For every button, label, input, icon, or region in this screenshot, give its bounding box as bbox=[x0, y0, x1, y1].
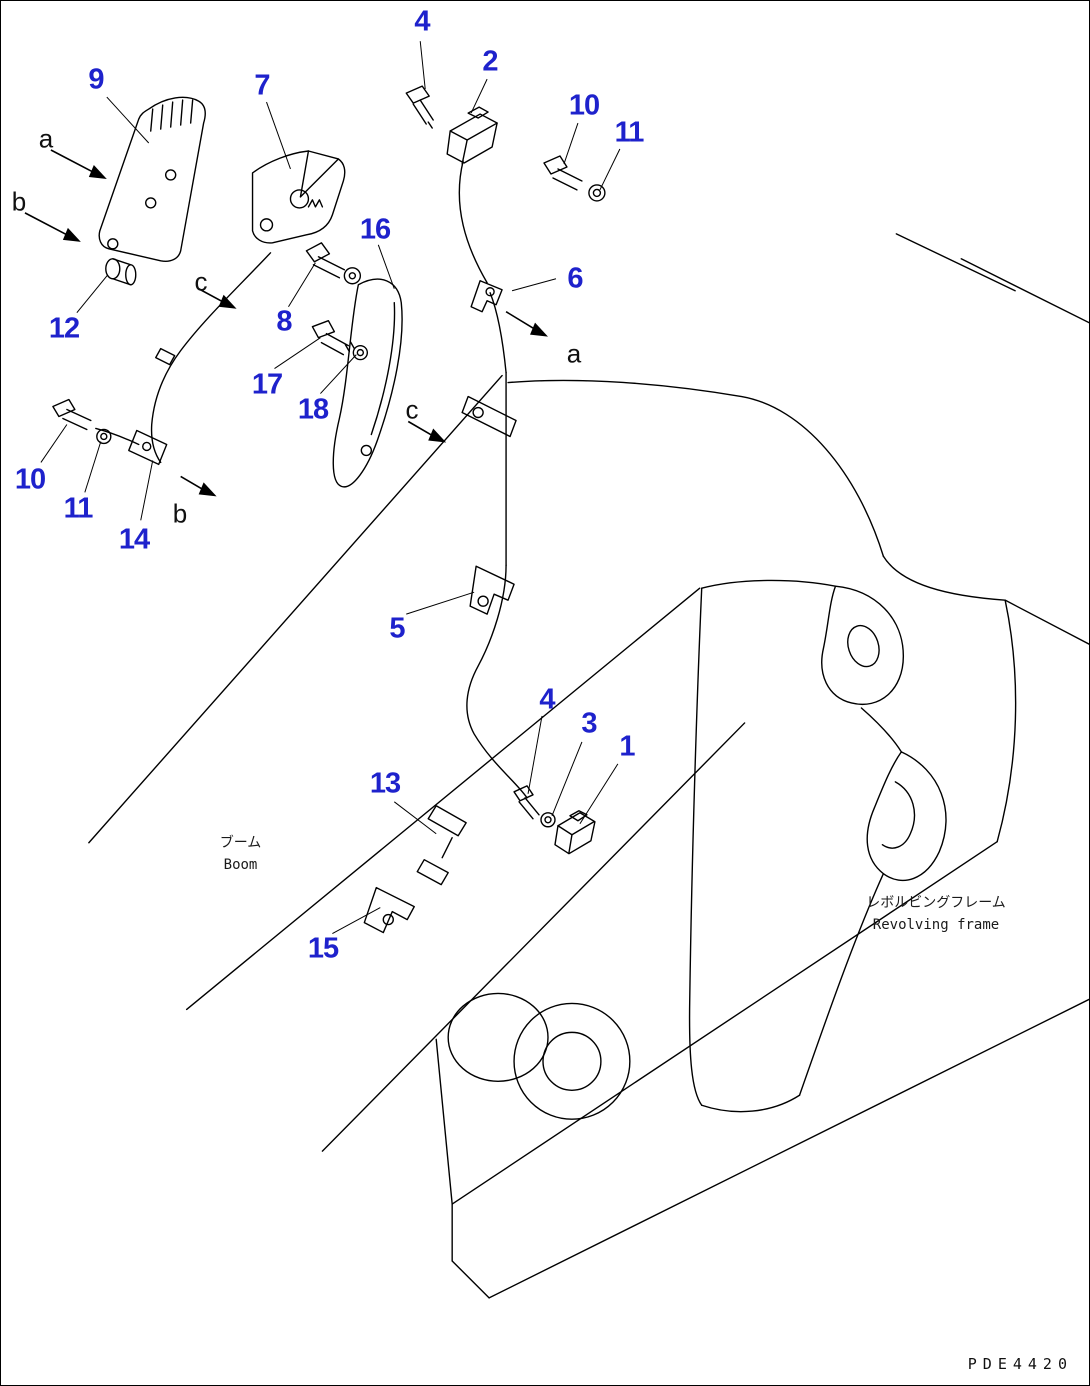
part-11-left-washer bbox=[96, 428, 112, 445]
view-arrow-c-mid bbox=[407, 420, 447, 443]
boom-label-en: Boom bbox=[223, 856, 258, 873]
view-arrow-a-mid bbox=[505, 311, 548, 337]
boom-foot-boss bbox=[447, 992, 631, 1120]
part-12-bushing bbox=[105, 258, 137, 286]
callout-15: 15 bbox=[307, 932, 339, 965]
view-arrow-a-top bbox=[50, 149, 107, 179]
frame-top-edge bbox=[895, 233, 1089, 324]
callout-11-left: 11 bbox=[63, 492, 94, 525]
callout-5: 5 bbox=[389, 612, 405, 645]
view-letter-b-top: b bbox=[11, 186, 27, 217]
part-2-valve bbox=[446, 106, 498, 165]
part-4-bottom-bolt bbox=[513, 785, 540, 820]
floor-plate bbox=[451, 841, 1089, 1299]
boom-label-jp: ブーム bbox=[219, 835, 262, 851]
view-letter-a-top: a bbox=[38, 123, 54, 154]
part-10-left-bolt bbox=[52, 398, 92, 431]
part-9-plate bbox=[98, 96, 206, 262]
callout-12: 12 bbox=[48, 312, 80, 345]
view-arrow-c-top bbox=[198, 288, 237, 309]
callout-18: 18 bbox=[297, 393, 329, 426]
boom-outline bbox=[88, 374, 746, 1205]
part-8-bolt bbox=[305, 242, 362, 285]
drawing-code: PDE4420 bbox=[967, 1355, 1073, 1373]
revolving-frame-label-en: Revolving frame bbox=[872, 916, 1000, 933]
callout-7: 7 bbox=[254, 69, 270, 102]
cable-run-right bbox=[458, 160, 528, 799]
callout-3: 3 bbox=[581, 707, 597, 740]
cable-run-left bbox=[95, 252, 272, 464]
view-letter-c-top: c bbox=[194, 266, 208, 297]
callout-16: 16 bbox=[359, 213, 391, 246]
part-10-top-bolt bbox=[543, 155, 583, 191]
leader-lines bbox=[40, 41, 621, 934]
view-letter-b-mid: b bbox=[172, 498, 188, 529]
callout-8: 8 bbox=[276, 305, 292, 338]
part-3-washer bbox=[540, 812, 556, 828]
callout-6: 6 bbox=[567, 262, 583, 295]
view-arrow-b-mid bbox=[180, 475, 217, 497]
callout-13: 13 bbox=[369, 767, 401, 800]
view-arrows bbox=[24, 149, 548, 497]
callout-9: 9 bbox=[88, 63, 104, 96]
part-7-bracket bbox=[251, 150, 346, 244]
callout-4-bottom: 4 bbox=[539, 683, 555, 716]
part-18-washer bbox=[352, 344, 369, 361]
callout-10-left: 10 bbox=[14, 463, 46, 496]
part-13-links bbox=[416, 805, 467, 886]
part-14-clamp bbox=[128, 429, 168, 466]
frame-bracket bbox=[688, 579, 947, 1113]
part-15-clamp bbox=[363, 886, 415, 934]
boom-top-bracket bbox=[461, 395, 517, 438]
view-arrow-b-top bbox=[24, 212, 81, 242]
callout-10-top: 10 bbox=[568, 89, 600, 122]
part-1-valve bbox=[554, 810, 596, 855]
boom-label: ブーム Boom bbox=[193, 833, 288, 876]
revolving-frame-label-jp: レボルビングフレーム bbox=[866, 895, 1006, 911]
callout-17: 17 bbox=[251, 368, 283, 401]
callout-4-top: 4 bbox=[414, 5, 430, 38]
part-17-bolt bbox=[311, 319, 356, 356]
callout-1: 1 bbox=[619, 730, 635, 763]
part-5-clamp bbox=[469, 565, 515, 615]
part-6-clamp bbox=[470, 280, 503, 313]
callout-11-top: 11 bbox=[614, 116, 645, 149]
callout-14: 14 bbox=[118, 523, 150, 556]
part-11-top-washer bbox=[588, 184, 606, 202]
revolving-frame-outline bbox=[507, 379, 1089, 843]
part-16-cover bbox=[332, 278, 403, 488]
callout-2: 2 bbox=[482, 45, 498, 78]
part-4-top-bolt bbox=[405, 85, 434, 129]
view-letter-c-mid: c bbox=[405, 394, 419, 425]
revolving-frame-label: レボルビングフレーム Revolving frame bbox=[831, 893, 1041, 936]
view-letter-a-mid: a bbox=[566, 338, 582, 369]
